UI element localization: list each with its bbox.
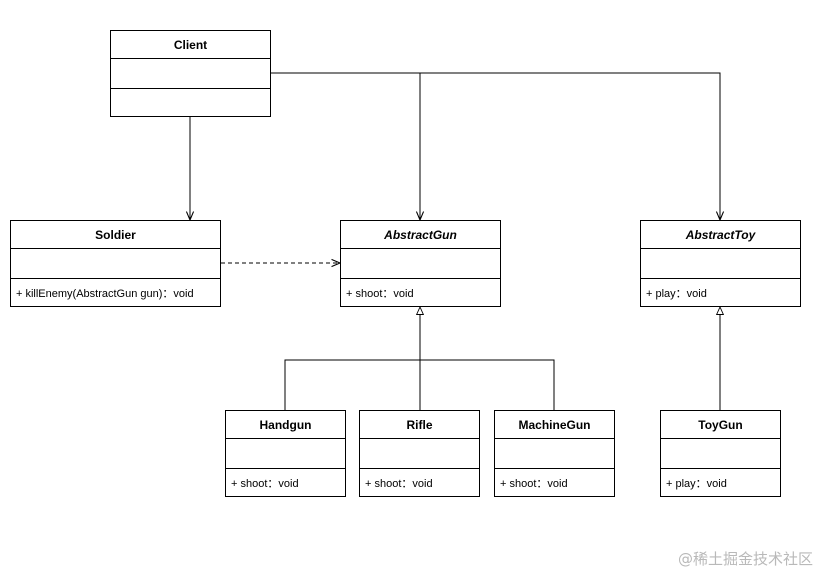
class-attributes-rifle [360, 438, 479, 468]
class-operation-abstracttoy: + play：void [641, 278, 800, 306]
class-abstracttoy[interactable]: AbstractToy + play：void [640, 220, 801, 307]
class-machinegun[interactable]: MachineGun + shoot：void [494, 410, 615, 497]
class-name-client: Client [173, 37, 208, 52]
association-client-abstracttoy [420, 72, 720, 220]
class-name-handgun: Handgun [259, 417, 312, 432]
class-attributes-machinegun [495, 438, 614, 468]
generalization-machinegun [420, 359, 555, 410]
generalization-handgun [284, 359, 420, 410]
class-toygun[interactable]: ToyGun + play：void [660, 410, 781, 497]
class-client[interactable]: Client [110, 30, 271, 117]
class-name-machinegun: MachineGun [518, 417, 591, 432]
class-operation-rifle: + shoot：void [360, 468, 479, 496]
association-client-abstractgun [270, 72, 420, 220]
watermark-text: @稀土掘金技术社区 [677, 550, 813, 568]
class-abstractgun[interactable]: AbstractGun + shoot：void [340, 220, 501, 307]
class-attributes-client [111, 58, 270, 88]
class-name-abstractgun: AbstractGun [384, 227, 457, 242]
class-attributes-toygun [661, 438, 780, 468]
class-name-abstracttoy: AbstractToy [685, 227, 756, 242]
class-attributes-handgun [226, 438, 345, 468]
class-name-soldier: Soldier [95, 227, 136, 242]
class-handgun[interactable]: Handgun + shoot：void [225, 410, 346, 497]
class-name-rifle: Rifle [406, 417, 433, 432]
class-attributes-abstractgun [341, 248, 500, 278]
class-operation-machinegun: + shoot：void [495, 468, 614, 496]
class-operation-toygun: + play：void [661, 468, 780, 496]
class-rifle[interactable]: Rifle + shoot：void [359, 410, 480, 497]
class-operation-handgun: + shoot：void [226, 468, 345, 496]
class-operation-soldier: + killEnemy(AbstractGun gun)：void [11, 278, 220, 306]
class-name-toygun: ToyGun [698, 417, 743, 432]
class-attributes-soldier [11, 248, 220, 278]
class-soldier[interactable]: Soldier + killEnemy(AbstractGun gun)：voi… [10, 220, 221, 307]
class-attributes-abstracttoy [641, 248, 800, 278]
class-operations-client [111, 88, 270, 116]
class-operation-abstractgun: + shoot：void [341, 278, 500, 306]
